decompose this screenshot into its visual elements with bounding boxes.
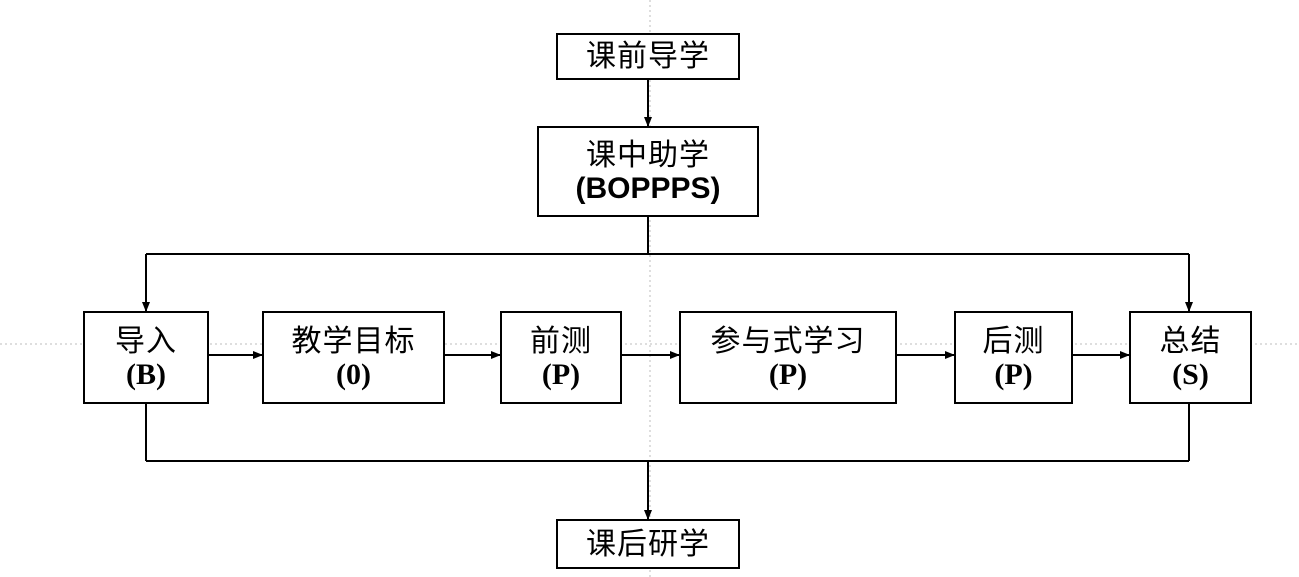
step-intro-label: 导入 — [115, 323, 177, 359]
post-class-label: 课后研学 — [586, 526, 710, 562]
in-class-box: 课中助学 (BOPPPS) — [537, 126, 759, 217]
step-objective-box: 教学目标 (0) — [262, 311, 445, 404]
step-summary-code: (S) — [1172, 357, 1209, 391]
step-objective-label: 教学目标 — [291, 323, 416, 359]
step-posttest-code: (P) — [994, 357, 1033, 391]
step-pretest-code: (P) — [541, 357, 581, 391]
pre-class-label: 课前导学 — [586, 39, 710, 74]
step-participatory-label: 参与式学习 — [710, 323, 866, 359]
step-pretest-box: 前测 (P) — [500, 311, 622, 404]
step-intro-box: 导入 (B) — [83, 311, 209, 404]
pre-class-box: 课前导学 — [556, 33, 740, 80]
step-summary-label: 总结 — [1159, 323, 1222, 359]
post-class-box: 课后研学 — [556, 519, 740, 569]
in-class-code: (BOPPPS) — [575, 171, 721, 205]
step-intro-code: (B) — [126, 357, 166, 391]
step-pretest-label: 前测 — [530, 323, 592, 359]
in-class-label: 课中助学 — [586, 137, 710, 173]
step-posttest-box: 后测 (P) — [954, 311, 1073, 404]
step-objective-code: (0) — [336, 357, 371, 391]
step-participatory-code: (P) — [768, 357, 808, 391]
step-posttest-label: 后测 — [982, 323, 1045, 359]
step-summary-box: 总结 (S) — [1129, 311, 1252, 404]
step-participatory-box: 参与式学习 (P) — [679, 311, 897, 404]
